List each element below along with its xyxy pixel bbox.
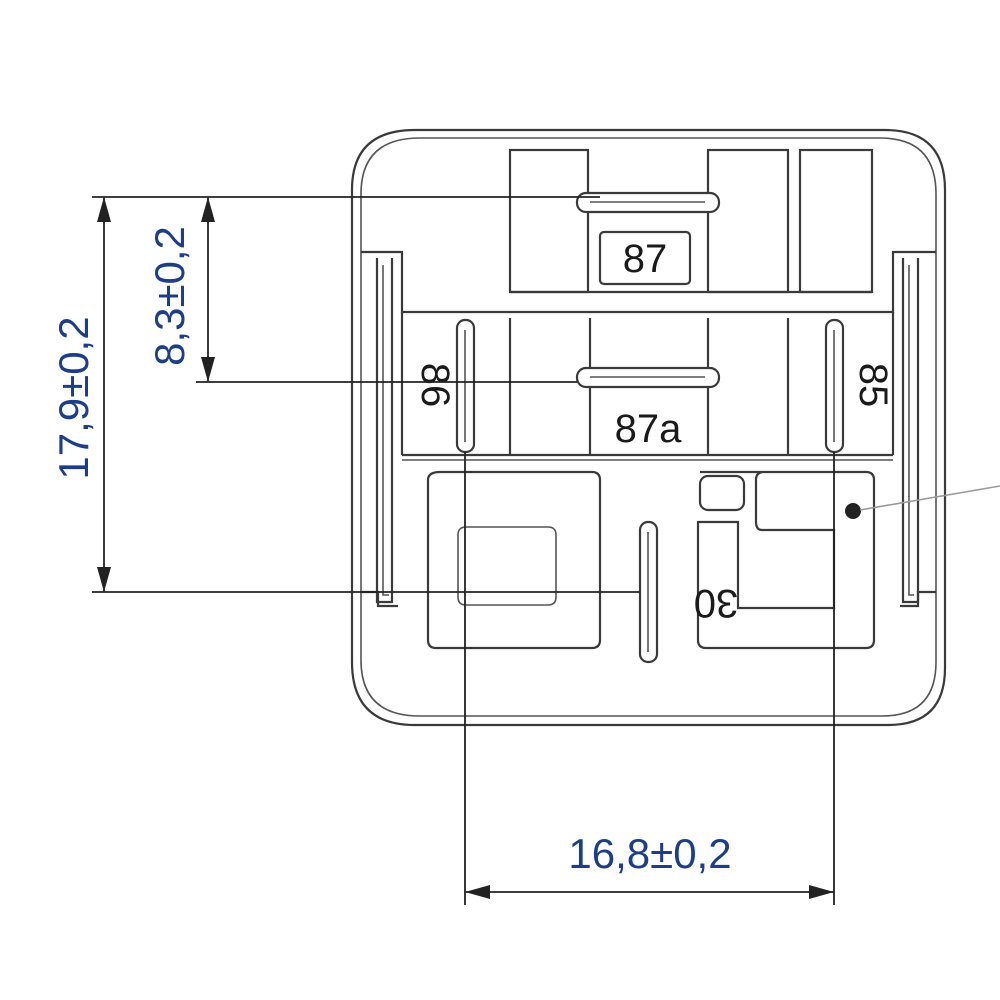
dimension-height-outer-label: 17,9±0,2 — [50, 316, 97, 479]
arrowhead — [201, 197, 215, 222]
arrowhead — [465, 885, 490, 899]
dimension-height-inner: 8,3±0,2 — [146, 197, 215, 382]
relay-housing — [350, 128, 947, 727]
lower-right-compartment — [696, 470, 1000, 650]
pin-87a-terminal — [575, 366, 721, 389]
arrowhead — [201, 357, 215, 382]
dimension-height-outer: 17,9±0,2 — [50, 197, 111, 592]
pin-30-label: 30 — [694, 581, 739, 625]
pin-87-label: 87 — [623, 237, 668, 281]
arrowhead — [97, 197, 111, 222]
dimension-width-label: 16,8±0,2 — [568, 830, 731, 877]
right-side-slot — [900, 258, 936, 608]
dimension-height-inner-label: 8,3±0,2 — [146, 226, 193, 366]
arrowhead — [809, 885, 834, 899]
upper-compartments — [508, 148, 874, 294]
extension-lines — [92, 196, 835, 905]
pin-87a-label: 87a — [615, 407, 682, 451]
arrowhead — [97, 567, 111, 592]
dimension-width: 16,8±0,2 — [465, 830, 834, 899]
pin-85-label: 85 — [851, 363, 895, 408]
reference-dot — [845, 503, 861, 519]
pin-86-terminal — [455, 318, 476, 454]
pin-87-terminal — [575, 191, 721, 214]
pin-87-label-box: 87 — [598, 230, 692, 286]
upper-frame — [361, 250, 936, 461]
lower-center-pin — [638, 520, 659, 664]
pin-86-label: 86 — [413, 363, 457, 408]
pin-85-terminal — [824, 318, 845, 454]
left-side-slot — [361, 258, 398, 608]
lower-left-compartment — [426, 470, 602, 650]
